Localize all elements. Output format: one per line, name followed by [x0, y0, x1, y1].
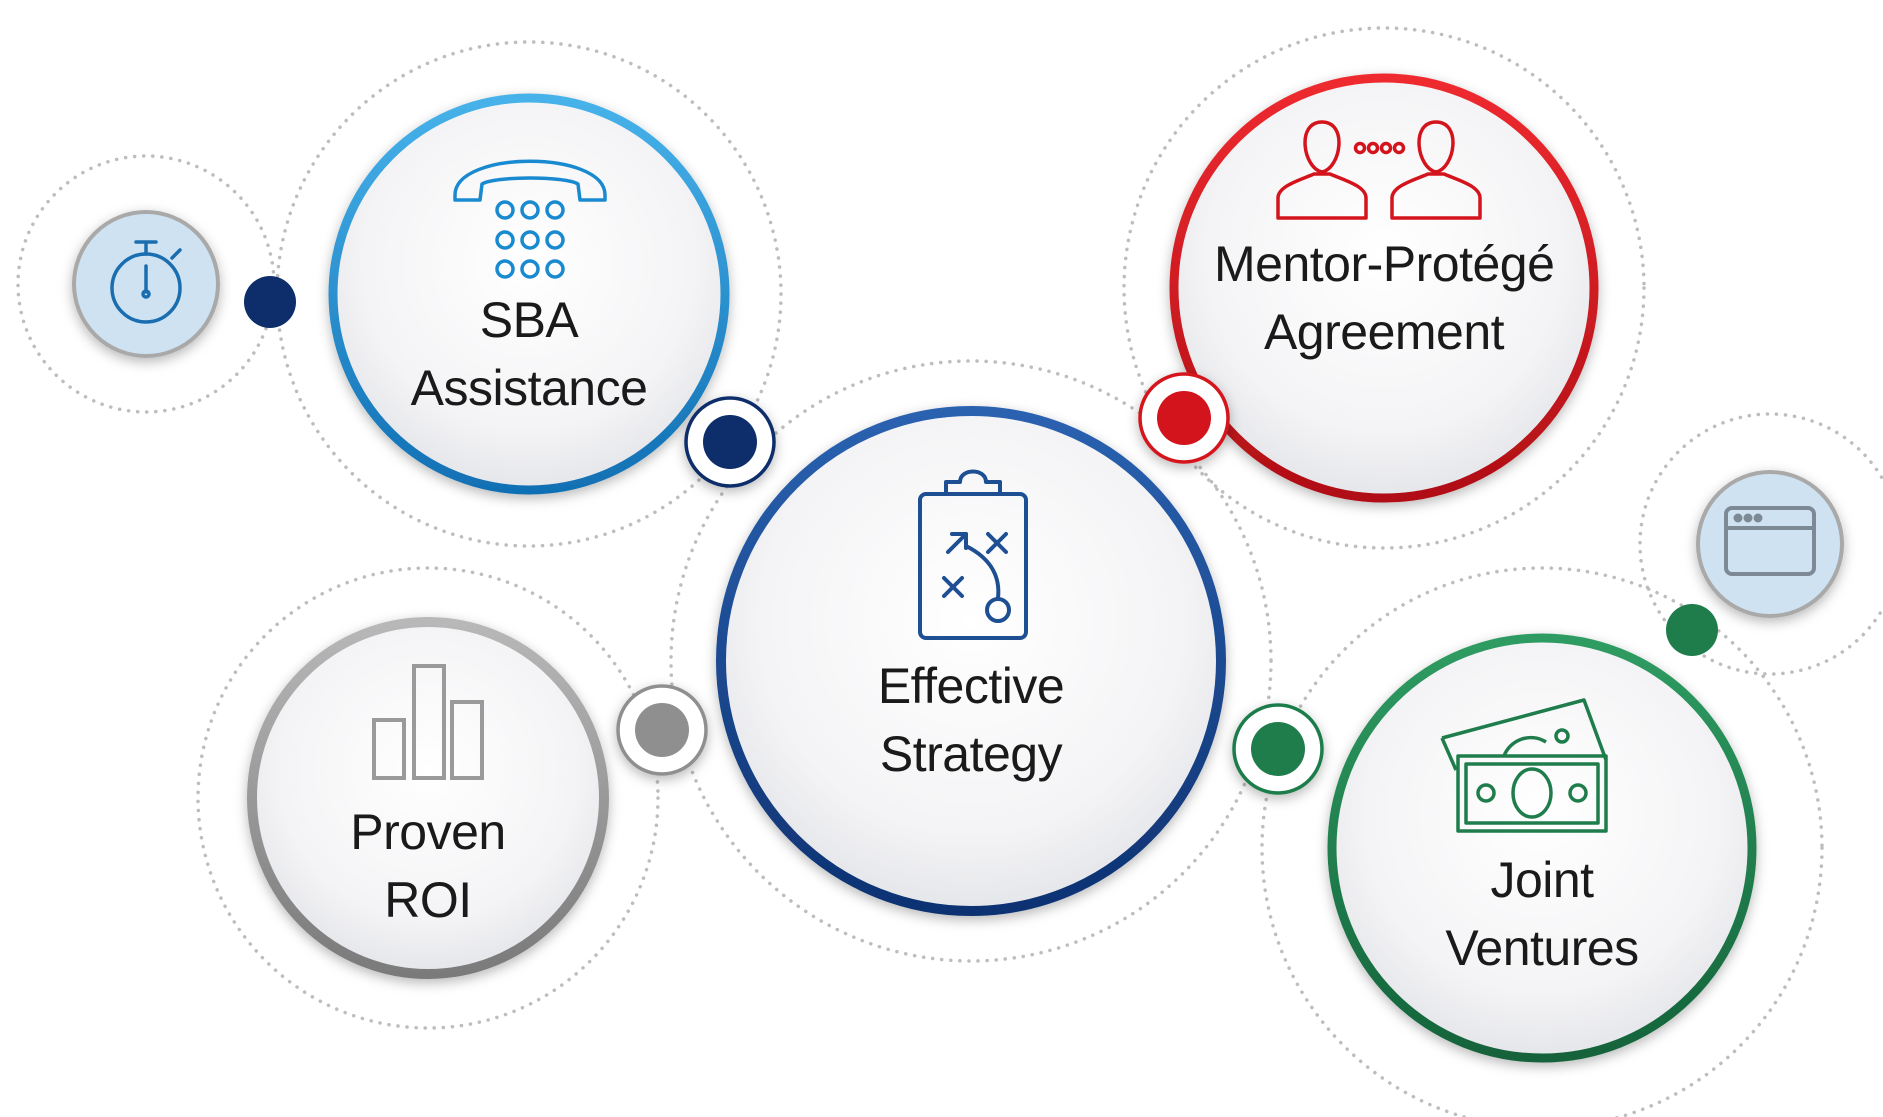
connector-dot-roi-center [616, 684, 708, 776]
telephone-icon [453, 159, 607, 279]
label-joint: Joint Ventures [1392, 846, 1692, 982]
money-bills-icon [1440, 698, 1608, 833]
stopwatch-satellite [72, 210, 220, 358]
bar-chart-icon [372, 664, 484, 780]
browser-satellite [1696, 470, 1844, 618]
orbit-ring-roi [196, 566, 660, 1030]
orbit-ring-center [669, 359, 1273, 963]
label-mentor-line1: Mentor-Protégé [1214, 236, 1555, 292]
orbit-ring-mentor [1122, 26, 1646, 550]
orbit-ring-browser [1638, 412, 1883, 676]
disc-joint [1327, 633, 1757, 1063]
connector-dot-joint-center [1232, 703, 1324, 795]
label-joint-line2: Ventures [1445, 920, 1639, 976]
label-mentor-line2: Agreement [1263, 304, 1505, 360]
label-center-line2: Strategy [879, 726, 1063, 782]
disc-sba [328, 93, 730, 495]
label-roi-line2: ROI [384, 872, 472, 928]
label-sba: SBA Assistance [379, 286, 679, 422]
label-joint-line1: Joint [1490, 852, 1594, 908]
connector-dot-mentor-center [1138, 372, 1230, 464]
label-sba-line2: Assistance [410, 360, 648, 416]
label-mentor: Mentor-Protégé Agreement [1214, 230, 1555, 366]
stopwatch-icon [110, 240, 182, 324]
connector-dot-stopwatch [244, 276, 296, 328]
two-people-icon [1276, 120, 1482, 220]
label-roi-line1: Proven [350, 804, 506, 860]
strategy-clipboard-icon [918, 469, 1028, 640]
label-roi: Proven ROI [303, 798, 553, 934]
connector-dot-browser [1666, 604, 1718, 656]
orbit-ring-joint [1260, 566, 1824, 1117]
browser-window-icon [1724, 506, 1816, 576]
label-center-line1: Effective [877, 658, 1065, 714]
connector-dot-sba-center [684, 396, 776, 488]
label-center: Effective Strategy [821, 652, 1121, 788]
label-sba-line1: SBA [479, 292, 579, 348]
disc-mentor [1169, 73, 1599, 503]
disc-roi [247, 617, 609, 979]
disc-center [716, 406, 1226, 916]
